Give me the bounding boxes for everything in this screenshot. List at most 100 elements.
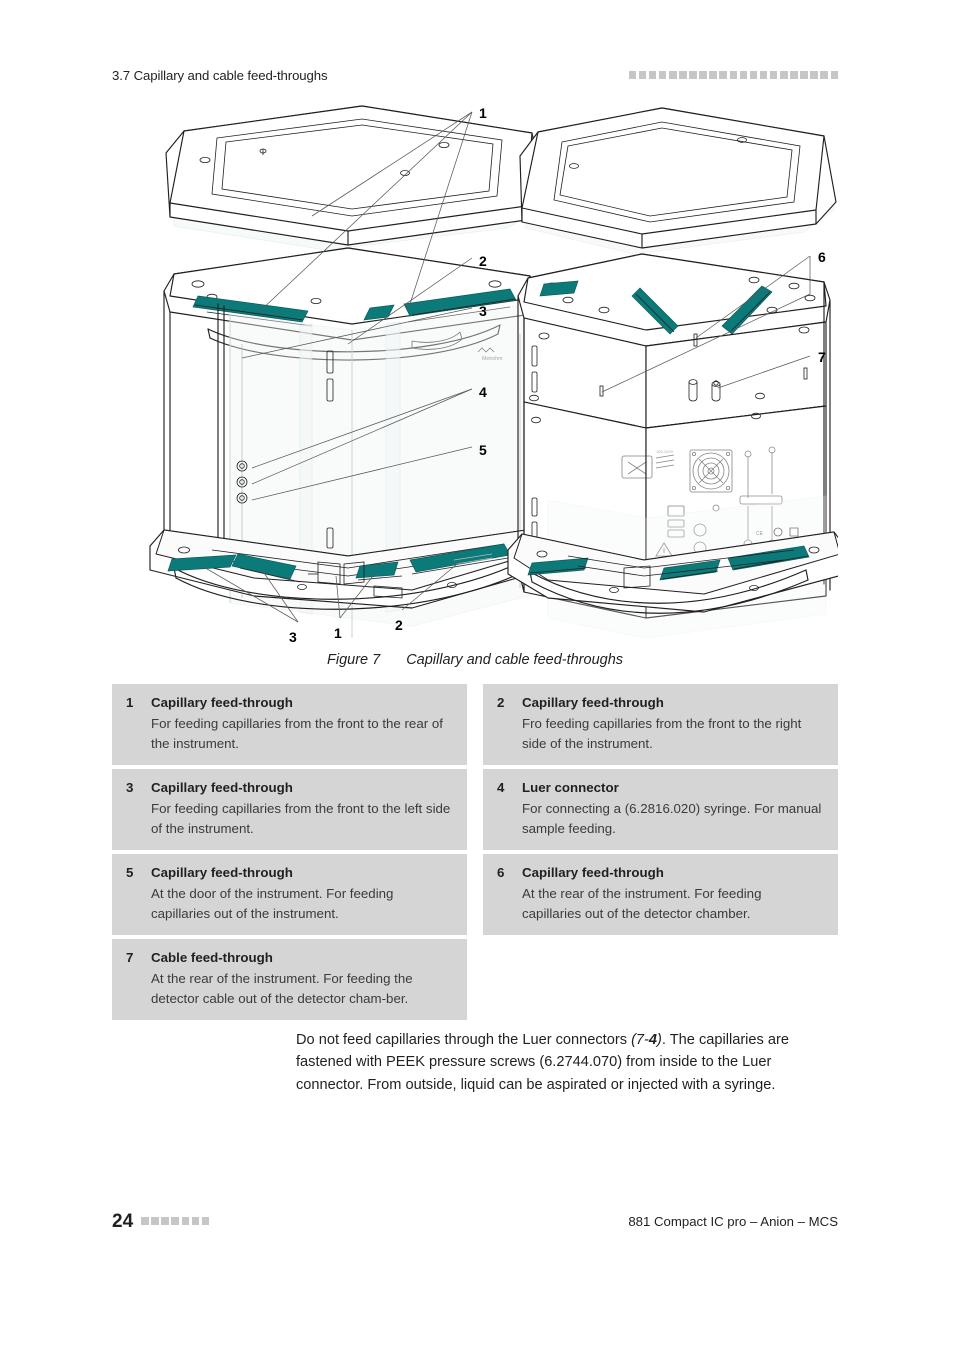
marker-square — [669, 71, 677, 79]
legend-item-number: 6 — [497, 865, 505, 881]
marker-square — [151, 1217, 159, 1225]
marker-square — [830, 71, 838, 79]
figure-caption: Figure 7 Capillary and cable feed-through… — [112, 652, 838, 668]
left-callout-leaders — [201, 111, 473, 623]
marker-square — [709, 71, 717, 79]
rear-feedthrough-right — [721, 285, 773, 335]
legend-cell-empty — [483, 939, 838, 1020]
rear-base-channel-mid — [659, 559, 721, 581]
marker-square — [628, 71, 637, 79]
figure-callout-1-0: 1 — [479, 105, 487, 121]
marker-square — [699, 71, 707, 79]
running-header: 3.7 Capillary and cable feed-throughs — [112, 64, 838, 86]
legend-item-title: Capillary feed-through — [151, 865, 293, 881]
svg-text:CE: CE — [756, 531, 764, 537]
marker-square — [658, 71, 667, 79]
svg-text:Metrohm: Metrohm — [482, 356, 502, 362]
legend-item-body: Capillary feed-through At the rear of the… — [522, 863, 824, 924]
cable-feedthrough-posts — [688, 379, 721, 402]
legend-item-6: 6 Capillary feed-through At the rear of th… — [483, 854, 838, 936]
marker-square — [181, 1217, 190, 1225]
body-text-part1: Do not feed capillaries through the Luer… — [296, 1031, 632, 1048]
legend-item-title: Luer connector — [522, 780, 619, 796]
legend-item-number: 4 — [497, 780, 505, 796]
legend-item-title: Capillary feed-through — [151, 695, 293, 710]
luer-connector-group — [236, 460, 248, 504]
figure-callout-5-4: 5 — [479, 442, 487, 458]
legend-item-number: 7 — [126, 950, 134, 966]
legend-item-5: 5 Capillary feed-through At the door of th… — [112, 854, 467, 936]
page-footer: 24 881 Compact IC pro – Anion – MCS — [112, 1208, 838, 1234]
body-paragraph: Do not feed capillaries through the Luer… — [296, 1029, 838, 1097]
marker-square — [780, 71, 788, 79]
brand-logo: Metrohm — [477, 347, 502, 362]
marker-square — [141, 1217, 149, 1225]
legend-item-description: Fro feeding capillaries from the front t… — [522, 715, 802, 751]
rear-feedthrough-mid — [631, 287, 679, 335]
figure-callout-7-6: 7 — [818, 349, 826, 365]
marker-square — [648, 71, 657, 79]
marker-square — [790, 71, 798, 79]
legend-item-description: For feeding capillaries from the front t… — [151, 715, 443, 751]
figure-caption-text: Capillary and cable feed-throughs — [406, 652, 624, 668]
warning-triangle — [655, 542, 673, 557]
feedthrough-channel-base-leftmid — [231, 553, 297, 580]
feedthrough-channel-top-mid — [363, 304, 395, 321]
legend-item-title: Cable feed-through — [151, 950, 273, 966]
right-instrument-rear-view: 100-240V — [507, 107, 838, 639]
marker-square — [679, 71, 687, 79]
svg-text:100-240V: 100-240V — [656, 449, 674, 454]
footer-left-group: 24 — [112, 1210, 210, 1232]
marker-square — [719, 71, 727, 79]
door-hinge-lower — [326, 378, 334, 402]
legend-item-body: Capillary feed-through At the door of the… — [151, 863, 453, 924]
marker-square — [689, 71, 697, 79]
door-hinge-upper — [326, 350, 334, 374]
marker-square — [171, 1217, 179, 1225]
marker-square — [800, 71, 808, 79]
marker-square — [739, 71, 748, 79]
figure-callout-4-3: 4 — [479, 384, 487, 400]
legend-item-number: 5 — [126, 865, 134, 881]
legend-item-description: For connecting a (6.2816.020) syringe. F… — [522, 800, 822, 836]
feedthrough-channel-base-mid — [355, 561, 399, 579]
rear-base-channel-left — [527, 557, 589, 576]
figure-caption-number: Figure 7 — [326, 652, 381, 668]
left-instrument-front-view: Metrohm — [149, 105, 553, 638]
mains-inlet: 100-240V — [621, 449, 675, 479]
section-title: 3.7 Capillary and cable feed-throughs — [112, 67, 328, 83]
rear-feedthrough-left — [539, 280, 579, 297]
figure-callout-6-5: 6 — [818, 249, 826, 265]
compliance-marks: CE — [756, 527, 799, 537]
feedthrough-channel-top-left — [192, 295, 309, 323]
legend-item-number: 2 — [497, 695, 505, 710]
marker-square — [810, 71, 818, 79]
legend-item-title: Capillary feed-through — [522, 865, 664, 881]
marker-square — [729, 71, 738, 79]
marker-square — [638, 71, 647, 79]
figure-callout-2-9: 2 — [395, 617, 403, 633]
legend-item-description: At the rear of the instrument. For feedi… — [522, 885, 762, 921]
page-number: 24 — [112, 1210, 134, 1232]
feedthrough-channel-top-right — [403, 288, 517, 317]
legend-item-number: 3 — [126, 780, 134, 796]
figure-callout-1-8: 1 — [334, 625, 342, 641]
marker-square — [749, 71, 758, 79]
marker-square — [161, 1217, 169, 1225]
marker-square — [201, 1217, 210, 1225]
header-marker-strip — [628, 71, 838, 79]
legend-row: 5 Capillary feed-through At the door of th… — [112, 854, 838, 936]
legend-item-title: Capillary feed-through — [151, 780, 293, 796]
legend-item-description: At the door of the instrument. For feedi… — [151, 885, 394, 921]
